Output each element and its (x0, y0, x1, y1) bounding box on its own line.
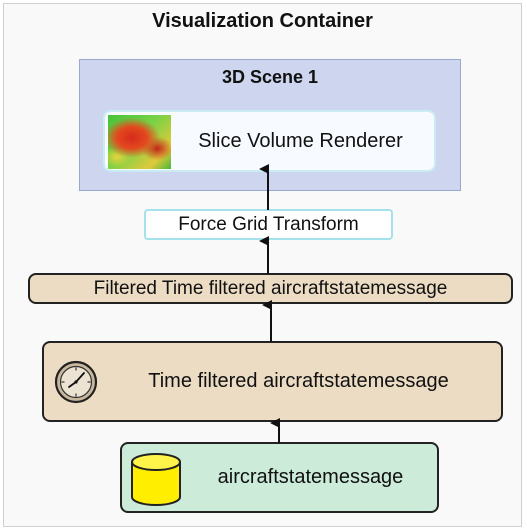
clock-icon (54, 360, 98, 404)
transform-node[interactable]: Force Grid Transform (144, 209, 393, 240)
heatmap-thumbnail-icon (108, 115, 171, 169)
scene-panel[interactable]: 3D Scene 1 Slice Volume Renderer (79, 59, 461, 191)
renderer-label: Slice Volume Renderer (198, 130, 403, 152)
renderer-node[interactable]: Slice Volume Renderer (103, 110, 436, 172)
visualization-container: Visualization Container 3D Scene 1 Slice… (3, 3, 522, 527)
time-filter-label: Time filtered aircraftstatemessage (148, 370, 449, 392)
data-source-label: aircraftstatemessage (217, 466, 404, 488)
data-source-node[interactable]: aircraftstatemessage (120, 442, 439, 513)
scene-title: 3D Scene 1 (221, 67, 319, 87)
container-title: Visualization Container (152, 10, 373, 32)
filtered-time-filter-node[interactable]: Filtered Time filtered aircraftstatemess… (28, 273, 513, 304)
time-filter-node[interactable]: Time filtered aircraftstatemessage (42, 341, 503, 422)
database-icon (131, 453, 181, 506)
